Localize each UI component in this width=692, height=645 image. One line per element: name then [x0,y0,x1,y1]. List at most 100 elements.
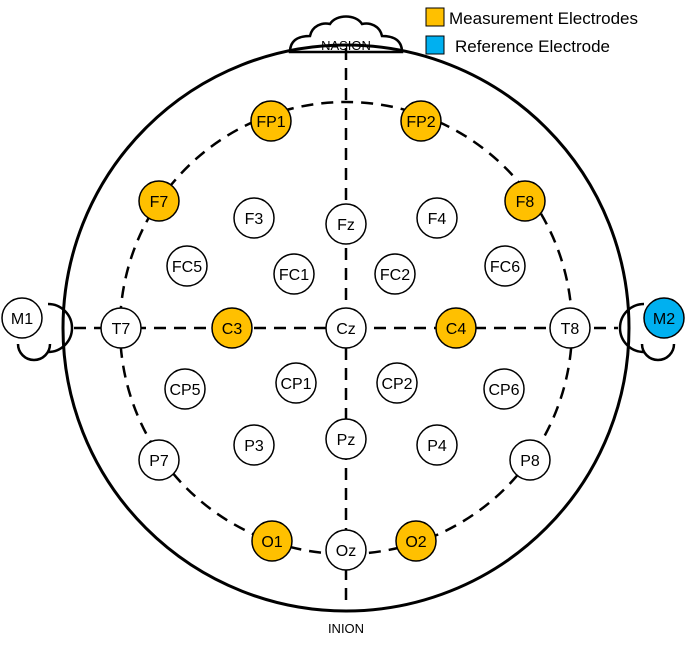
electrode-label: CP5 [169,382,200,399]
electrode-label: FC1 [279,267,309,284]
electrode-marker [483,368,525,410]
electrode-label: P4 [427,438,447,455]
electrode-label: FP2 [406,114,435,131]
electrode-label: T7 [112,321,131,338]
electrode-marker [400,100,442,142]
electrode-marker [504,180,546,222]
electrode-o2: O2 [395,520,437,562]
electrode-cp6: CP6 [483,368,525,410]
electrode-label: CP2 [381,376,412,393]
electrode-label: P7 [149,453,169,470]
head-outline [61,43,631,613]
electrode-fc6: FC6 [484,245,526,287]
electrode-f8: F8 [504,180,546,222]
electrode-marker [211,307,253,349]
electrode-marker [1,297,43,339]
electrode-marker [166,245,208,287]
left-ear [16,302,74,362]
electrode-m2: M2 [643,297,685,339]
legend-swatch-measurement [425,7,445,27]
electrode-label: C3 [222,321,243,338]
electrode-label: F3 [245,211,264,228]
electrode-fp2: FP2 [400,100,442,142]
electrode-label: CP1 [280,376,311,393]
electrode-marker [416,424,458,466]
electrode-label: FC5 [172,259,202,276]
electrode-m1: M1 [1,297,43,339]
electrode-pz: Pz [325,418,367,460]
electrode-p3: P3 [233,424,275,466]
electrode-marker [233,197,275,239]
electrode-fc1: FC1 [273,253,315,295]
electrode-marker [484,245,526,287]
electrode-marker [643,297,685,339]
electrode-marker [100,307,142,349]
electrode-marker [325,418,367,460]
electrode-label: Fz [337,217,355,234]
electrode-marker [138,439,180,481]
electrode-label: F8 [516,194,535,211]
electrode-fz: Fz [325,203,367,245]
electrode-fc2: FC2 [374,253,416,295]
legend: Measurement Electrodes Reference Electro… [425,7,638,56]
electrode-p4: P4 [416,424,458,466]
electrode-oz: Oz [325,529,367,571]
electrode-f4: F4 [416,197,458,239]
electrode-label: P3 [244,438,264,455]
electrode-o1: O1 [251,520,293,562]
electrode-label: F4 [428,211,447,228]
electrode-label: FC2 [380,267,410,284]
electrode-marker [325,307,367,349]
electrode-cp5: CP5 [164,368,206,410]
electrode-marker [325,529,367,571]
electrode-label: M1 [11,311,33,328]
electrode-marker [275,362,317,404]
electrode-label: O1 [261,534,282,551]
electrode-marker [233,424,275,466]
electrode-fp1: FP1 [250,100,292,142]
inion-label: INION [328,621,364,636]
electrode-t7: T7 [100,307,142,349]
electrode-label: O2 [405,534,426,551]
electrode-t8: T8 [549,307,591,349]
electrode-marker [509,439,551,481]
electrode-marker [374,253,416,295]
electrode-label: CP6 [488,382,519,399]
legend-label-reference: Reference Electrode [455,37,610,56]
electrode-cz: Cz [325,307,367,349]
electrode-cp1: CP1 [275,362,317,404]
electrode-p7: P7 [138,439,180,481]
electrode-c3: C3 [211,307,253,349]
electrode-label: Oz [336,543,356,560]
nose-shape [288,15,404,54]
electrode-cp2: CP2 [376,362,418,404]
electrode-marker [435,307,477,349]
right-ear [618,302,676,362]
electrode-label: T8 [561,321,580,338]
electrode-marker [164,368,206,410]
electrode-label: M2 [653,311,675,328]
electrode-marker [325,203,367,245]
electrode-marker [273,253,315,295]
electrode-c4: C4 [435,307,477,349]
electrode-marker [250,100,292,142]
legend-label-measurement: Measurement Electrodes [449,9,638,28]
electrode-fc5: FC5 [166,245,208,287]
electrode-f7: F7 [138,180,180,222]
electrode-marker [251,520,293,562]
electrode-label: C4 [446,321,467,338]
electrode-marker [549,307,591,349]
electrode-label: Cz [336,321,356,338]
electrode-marker [138,180,180,222]
legend-swatch-reference [425,35,445,55]
electrode-label: F7 [150,194,169,211]
electrode-p8: P8 [509,439,551,481]
electrode-marker [416,197,458,239]
electrode-label: Pz [337,432,356,449]
electrode-marker [376,362,418,404]
nasion-label: NASION [321,38,371,53]
electrode-label: P8 [520,453,540,470]
electrode-label: FP1 [256,114,285,131]
electrode-label: FC6 [490,259,520,276]
